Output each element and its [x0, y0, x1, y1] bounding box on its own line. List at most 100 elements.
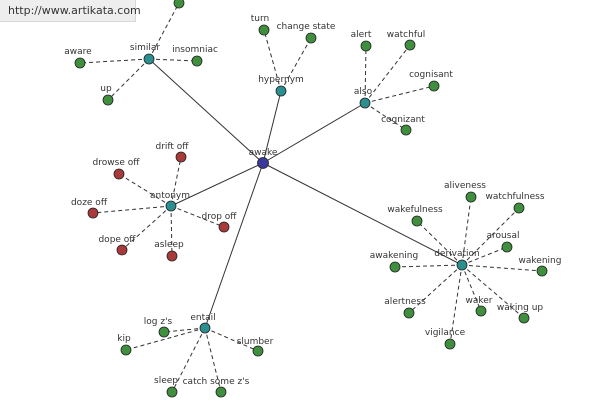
leaf-label-slumber: slumber — [237, 337, 274, 347]
edge-antonym-to-drop-off — [170, 205, 225, 228]
edge-awake-to-entail — [204, 162, 264, 329]
leaf-node-log-z-s[interactable] — [158, 326, 170, 338]
edge-antonym-to-dope-off — [121, 205, 172, 251]
leaf-label-watchfulness: watchfulness — [485, 192, 544, 202]
edge-derivation-to-waker — [461, 264, 482, 312]
leaf-node-doze-off[interactable] — [87, 207, 99, 219]
relation-label-antonym: antonym — [150, 191, 190, 201]
leaf-label-asleep: asleep — [154, 240, 184, 250]
leaf-label-awakening: awakening — [370, 251, 418, 261]
edge-also-to-watchful — [364, 44, 411, 104]
leaf-label-waking-up: waking up — [497, 303, 544, 313]
leaf-label-aware: aware — [64, 47, 92, 57]
relation-label-similar: similar — [130, 43, 160, 53]
leaf-node-drift-off[interactable] — [175, 151, 187, 163]
edge-antonym-to-asleep — [170, 205, 173, 257]
edge-derivation-to-alertness — [408, 264, 463, 314]
edge-entail-to-slumber — [204, 327, 259, 352]
edge-derivation-to-awakening — [394, 264, 463, 268]
leaf-node-aliveness[interactable] — [465, 191, 477, 203]
leaf-node-wakening[interactable] — [536, 265, 548, 277]
edge-derivation-to-wakefulness — [416, 220, 463, 266]
edge-derivation-to-arousal — [461, 246, 508, 266]
edge-awake-to-similar — [148, 58, 264, 164]
edge-derivation-to-vigilance — [449, 264, 463, 345]
relation-node-similar[interactable] — [143, 53, 155, 65]
leaf-label-insomniac: insomniac — [172, 45, 218, 55]
leaf-label-waker: waker — [465, 296, 492, 306]
edge-similar-to-unlabeled — [148, 2, 180, 60]
leaf-label-alert: alert — [351, 30, 372, 40]
leaf-node-watchfulness[interactable] — [513, 202, 525, 214]
leaf-label-turn: turn — [251, 14, 269, 24]
edge-antonym-to-doze-off — [92, 205, 172, 214]
leaf-node-cognizant[interactable] — [400, 124, 412, 136]
edge-similar-to-up — [107, 58, 150, 101]
leaf-node-vigilance[interactable] — [444, 338, 456, 350]
leaf-node-alert[interactable] — [360, 40, 372, 52]
relation-node-antonym[interactable] — [165, 200, 177, 212]
leaf-node-aware[interactable] — [74, 57, 86, 69]
leaf-label-up: up — [100, 84, 112, 94]
leaf-node-wakefulness[interactable] — [411, 215, 423, 227]
leaf-node-drop-off[interactable] — [218, 221, 230, 233]
leaf-label-cognizant: cognizant — [381, 115, 425, 125]
leaf-node-waking-up[interactable] — [518, 312, 530, 324]
edge-derivation-to-wakening — [461, 264, 543, 272]
relation-node-also[interactable] — [359, 97, 371, 109]
leaf-node-waker[interactable] — [475, 305, 487, 317]
edge-entail-to-sleep — [171, 327, 206, 393]
leaf-node-watchful[interactable] — [404, 39, 416, 51]
edge-antonym-to-drowse-off — [118, 173, 172, 207]
leaf-node-cognisant[interactable] — [428, 80, 440, 92]
leaf-label-drift-off: drift off — [155, 142, 189, 152]
leaf-node-alertness[interactable] — [403, 307, 415, 319]
leaf-label-cognisant: cognisant — [409, 70, 453, 80]
center-label: awake — [249, 148, 278, 158]
leaf-node-sleep[interactable] — [166, 386, 178, 398]
leaf-node-drowse-off[interactable] — [113, 168, 125, 180]
relation-node-entail[interactable] — [199, 322, 211, 334]
leaf-label-doze-off: doze off — [71, 198, 108, 208]
edge-entail-to-log-z-s — [163, 327, 206, 333]
leaf-node-insomniac[interactable] — [191, 55, 203, 67]
edge-also-to-cognisant — [364, 85, 435, 104]
edge-antonym-to-drift-off — [170, 156, 182, 207]
leaf-label-dope-off: dope off — [98, 235, 136, 245]
relation-label-also: also — [354, 87, 373, 97]
leaf-label-catch-some-z-s: catch some z's — [183, 377, 250, 387]
leaf-node-up[interactable] — [102, 94, 114, 106]
leaf-node-unlabeled[interactable] — [173, 0, 185, 9]
leaf-node-catch-some-z-s[interactable] — [215, 386, 227, 398]
leaf-node-change-state[interactable] — [305, 32, 317, 44]
leaf-label-log-z-s: log z's — [144, 317, 173, 327]
edge-awake-to-derivation — [262, 162, 463, 266]
edge-similar-to-insomniac — [148, 58, 198, 62]
edge-awake-to-antonym — [170, 162, 264, 207]
leaf-node-asleep[interactable] — [166, 250, 178, 262]
relation-node-derivation[interactable] — [456, 259, 468, 271]
leaf-label-watchful: watchful — [387, 30, 425, 40]
leaf-node-arousal[interactable] — [501, 241, 513, 253]
leaf-node-dope-off[interactable] — [116, 244, 128, 256]
leaf-label-sleep: sleep — [154, 376, 178, 386]
edge-also-to-cognizant — [364, 102, 407, 131]
relation-label-derivation: derivation — [434, 249, 480, 259]
leaf-label-alertness: alertness — [384, 297, 426, 307]
relation-label-entail: entail — [190, 313, 215, 323]
leaf-node-turn[interactable] — [258, 24, 270, 36]
leaf-label-wakefulness: wakefulness — [387, 205, 443, 215]
center-node-awake[interactable] — [257, 157, 269, 169]
leaf-label-drowse-off: drowse off — [93, 158, 141, 168]
edge-hypernym-to-change-state — [280, 37, 312, 92]
edge-awake-to-hypernym — [262, 90, 282, 164]
edge-awake-to-also — [262, 102, 366, 164]
relation-node-hypernym[interactable] — [275, 85, 287, 97]
source-url-label[interactable]: http://www.artikata.com — [0, 0, 141, 22]
leaf-node-kip[interactable] — [120, 344, 132, 356]
leaf-node-slumber[interactable] — [252, 345, 264, 357]
leaf-node-awakening[interactable] — [389, 261, 401, 273]
leaf-label-kip: kip — [117, 334, 131, 344]
